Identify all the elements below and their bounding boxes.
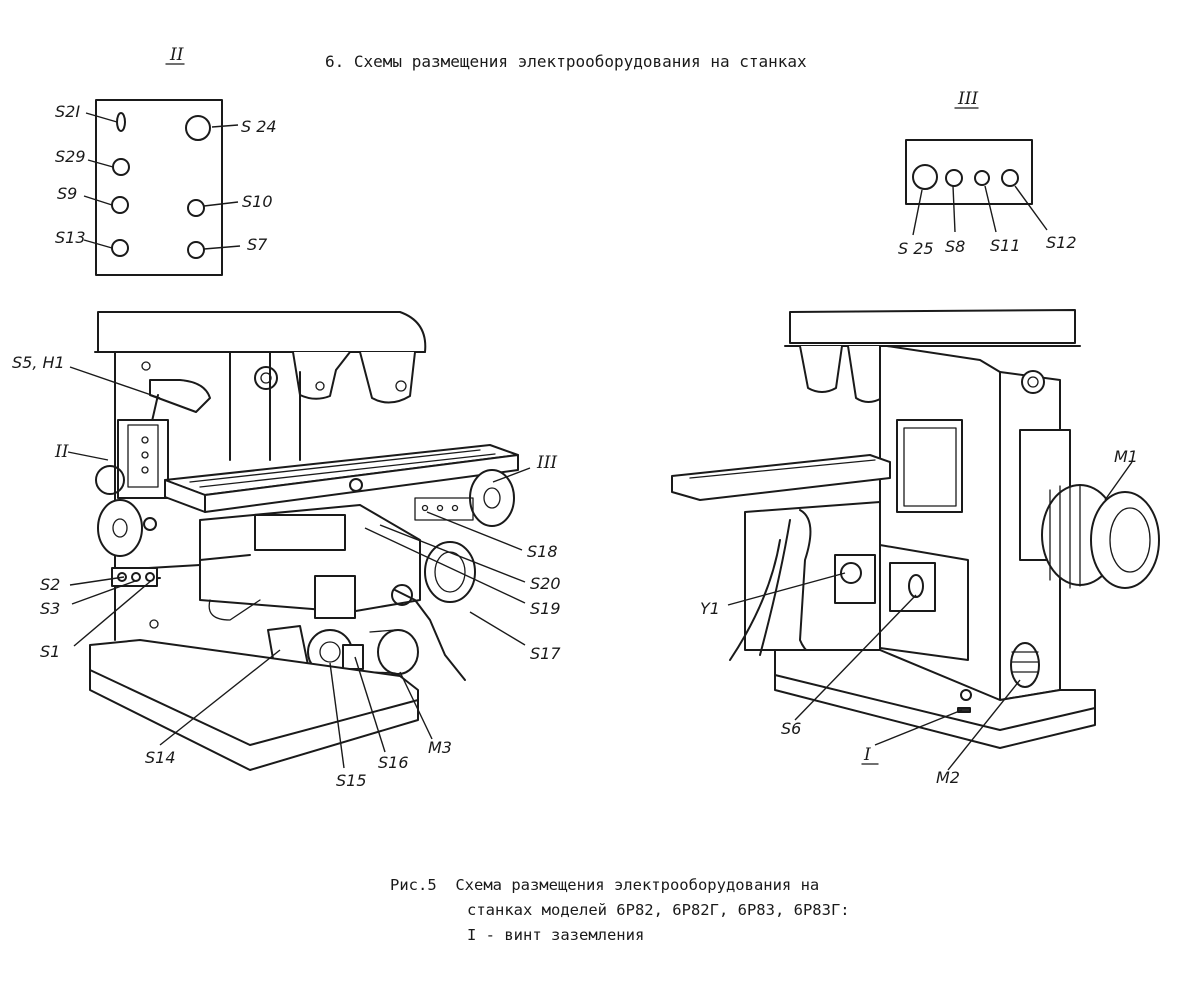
label-s25: S 25 (898, 239, 934, 258)
label-grounding-i: I (863, 745, 871, 765)
left-milling-machine-drawing: S5, H1 II III S18 S20 S19 S17 S2 S3 S1 S… (12, 311, 561, 790)
switch-s24 (185, 115, 211, 141)
label-s13: S13 (55, 228, 86, 247)
label-y1: Y1 (700, 599, 720, 618)
label-s10: S10 (242, 192, 273, 211)
label-s6: S6 (781, 719, 801, 738)
label-s9: S9 (57, 184, 77, 203)
panel-ii-frame (95, 99, 223, 276)
switch-s25 (912, 164, 938, 190)
caption-line-2: станках моделей 6Р82, 6Р82Г, 6Р83, 6Р83Г… (467, 901, 850, 919)
panel-iii-roman-label: III (957, 89, 978, 109)
control-panel-ii: II S2I S 24 S29 S9 S10 S13 S7 (55, 45, 277, 276)
switch-s10 (187, 199, 205, 217)
label-s16: S16 (378, 753, 409, 772)
switch-s8 (945, 169, 963, 187)
label-s20: S20 (530, 574, 561, 593)
switch-s12 (1001, 169, 1019, 187)
panel-ii-roman-label: II (169, 45, 184, 65)
caption-line-1: Рис.5 Схема размещения электрооборудован… (390, 876, 819, 894)
label-s12: S12 (1046, 233, 1077, 252)
label-s17: S17 (530, 644, 561, 663)
label-s11: S11 (990, 236, 1021, 255)
switch-s11 (974, 170, 990, 186)
label-s29: S29 (55, 147, 86, 166)
switch-s21 (116, 112, 126, 132)
caption-line-3: I - винт заземления (467, 926, 644, 944)
label-box-ii: II (54, 442, 69, 462)
label-s3: S3 (40, 599, 60, 618)
label-box-iii: III (536, 453, 557, 473)
panel-iii-frame (905, 139, 1033, 205)
switch-s29 (112, 158, 130, 176)
control-panel-iii: III S 25 S8 S11 S12 (898, 89, 1077, 258)
switch-s9 (111, 196, 129, 214)
page-title: 6. Схемы размещения электрооборудования … (325, 52, 807, 71)
right-milling-machine-drawing: M1 Y1 S6 I M2 (671, 309, 1160, 787)
label-s5-h1: S5, H1 (12, 353, 65, 372)
label-s21: S2I (55, 102, 80, 121)
label-s8: S8 (945, 237, 965, 256)
switch-s13 (111, 239, 129, 257)
label-s1: S1 (40, 642, 60, 661)
label-m2: M2 (936, 768, 960, 787)
figure-caption: Рис.5 Схема размещения электрооборудован… (390, 876, 850, 944)
label-s24: S 24 (241, 117, 277, 136)
label-s15: S15 (336, 771, 367, 790)
label-s18: S18 (527, 542, 558, 561)
label-s19: S19 (530, 599, 561, 618)
label-m1: M1 (1114, 447, 1138, 466)
label-s2: S2 (40, 575, 60, 594)
label-s14: S14 (145, 748, 176, 767)
switch-s7 (187, 241, 205, 259)
label-m3: M3 (428, 738, 452, 757)
label-s7: S7 (247, 235, 268, 254)
